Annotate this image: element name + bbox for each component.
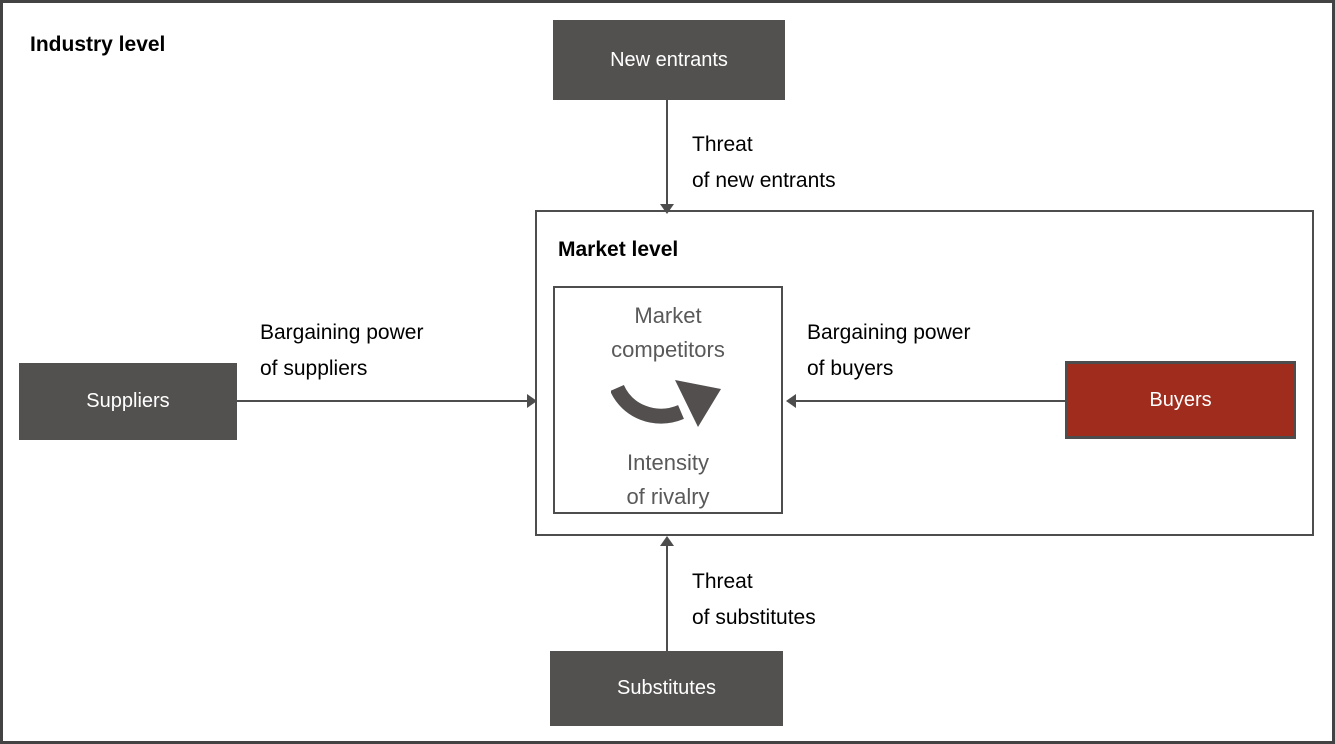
suppliers-box: Suppliers bbox=[19, 363, 237, 440]
threat-substitutes-arrow-line bbox=[666, 546, 668, 651]
buyers-power-arrow-line bbox=[796, 400, 1065, 402]
new-entrants-box: New entrants bbox=[553, 20, 785, 100]
buyers-power-arrowhead-icon bbox=[786, 394, 796, 408]
buyers-label: Buyers bbox=[1149, 388, 1212, 411]
substitutes-box: Substitutes bbox=[550, 651, 783, 726]
threat-of-new-entrants-label: Threat of new entrants bbox=[692, 133, 836, 192]
threat-new-entrants-arrow-line bbox=[666, 100, 668, 205]
intensity-of-rivalry-label: Intensity of rivalry bbox=[626, 450, 710, 509]
bargaining-power-of-suppliers-label: Bargaining power of suppliers bbox=[260, 321, 424, 380]
threat-of-substitutes-label: Threat of substitutes bbox=[692, 570, 816, 629]
suppliers-label: Suppliers bbox=[86, 390, 170, 412]
bargaining-power-of-buyers-label: Bargaining power of buyers bbox=[807, 321, 971, 380]
suppliers-power-arrow-line bbox=[237, 400, 528, 402]
buyers-box: Buyers bbox=[1065, 361, 1296, 439]
market-level-title: Market level bbox=[558, 238, 679, 261]
market-competitors-frame bbox=[553, 286, 783, 514]
threat-new-entrants-arrowhead-icon bbox=[660, 204, 674, 214]
new-entrants-label: New entrants bbox=[610, 48, 728, 71]
suppliers-power-arrowhead-icon bbox=[527, 394, 537, 408]
market-competitors-label: Market competitors bbox=[611, 303, 725, 362]
curved-right-arrow-icon bbox=[611, 380, 721, 427]
substitutes-label: Substitutes bbox=[617, 677, 716, 699]
threat-substitutes-arrowhead-icon bbox=[660, 536, 674, 546]
industry-level-title: Industry level bbox=[30, 33, 166, 56]
